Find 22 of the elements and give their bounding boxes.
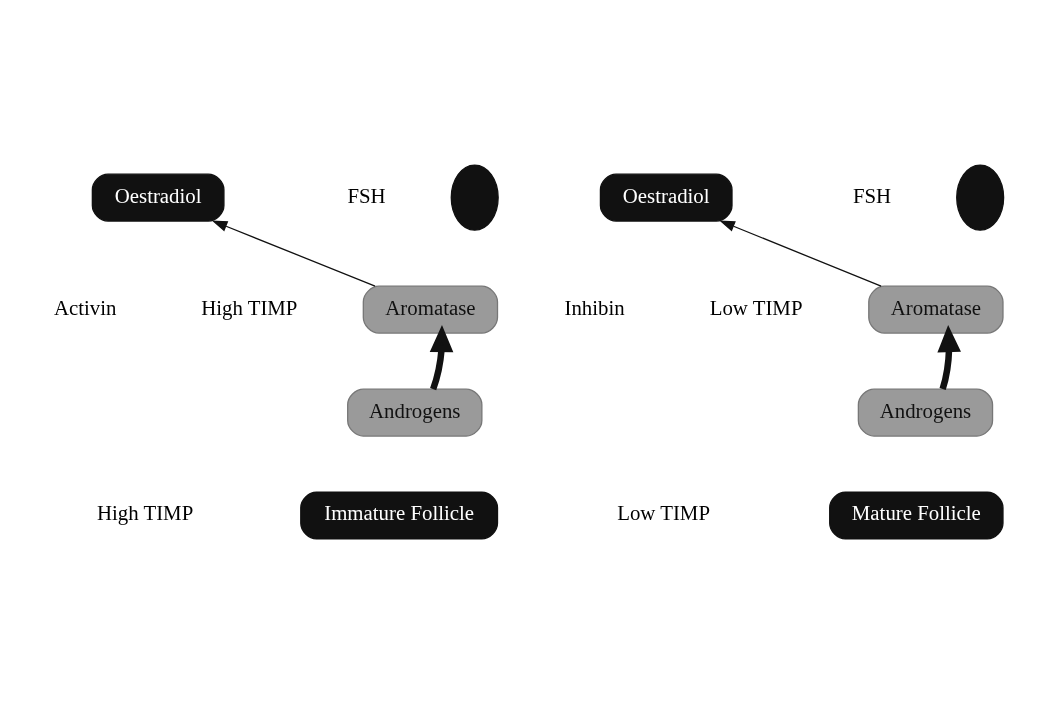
label: Inhibin: [564, 295, 625, 320]
arrow: [719, 219, 882, 287]
node-box: Aromatase: [868, 285, 1004, 334]
arrow: [211, 219, 376, 287]
node-box: Oestradiol: [91, 173, 225, 222]
node-box: Androgens: [857, 388, 994, 437]
node-box: Oestradiol: [599, 173, 733, 222]
node-box: Aromatase: [362, 285, 499, 334]
node-label: FSH: [347, 183, 386, 208]
label: High TIMP: [96, 500, 194, 525]
node-label: FSH: [852, 183, 892, 208]
label: Activin: [53, 295, 117, 320]
node-box: Mature Follicle: [829, 490, 1004, 540]
node-ellipse: [956, 163, 1005, 231]
label: High TIMP: [201, 295, 298, 320]
node-box: Immature Follicle: [300, 490, 499, 540]
arrow: [429, 324, 454, 390]
node-box: Androgens: [347, 388, 483, 437]
arrow: [937, 324, 961, 390]
label: Low TIMP: [709, 295, 803, 320]
node-ellipse: [450, 163, 499, 231]
label: Low TIMP: [617, 500, 710, 525]
